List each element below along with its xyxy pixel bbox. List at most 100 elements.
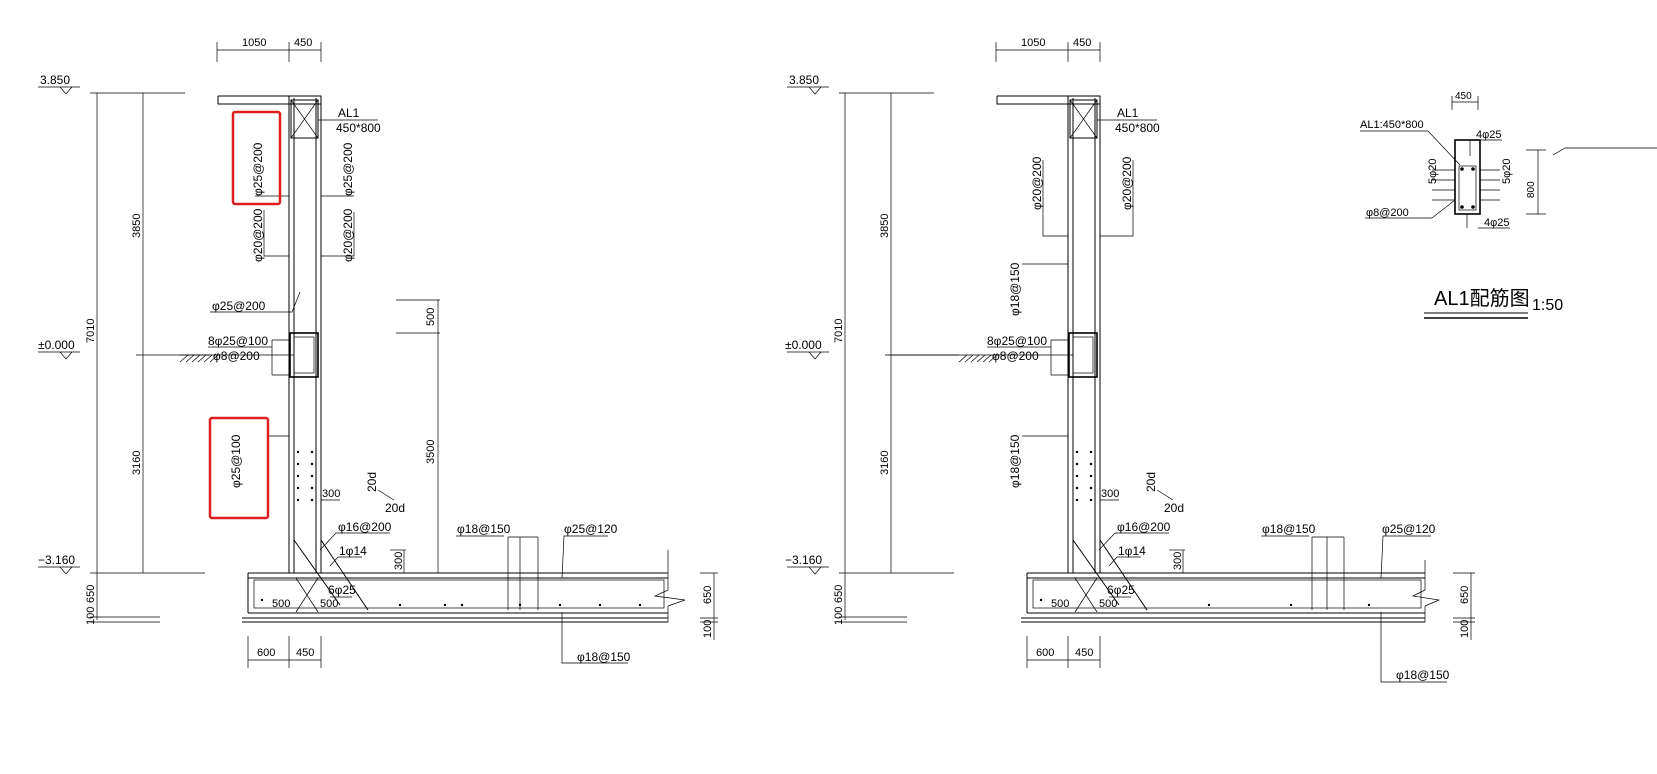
- detail-label: AL1:450*800: [1360, 119, 1424, 131]
- dim-300a: 300: [1101, 488, 1119, 500]
- dim-300a: 300: [322, 488, 340, 500]
- dim-3160: 3160: [131, 451, 143, 475]
- right-rebar-labels: φ20@200 φ20@200 φ18@150 8φ25@100 φ8@200 …: [987, 156, 1475, 683]
- left-rebar-labels: φ25@200 φ25@200 φ20@200 φ20@200 φ25@200 …: [208, 142, 718, 668]
- dim-650b: 650: [702, 586, 714, 604]
- rebar-outer-upper: φ25@200: [251, 142, 265, 196]
- elev-bottom: −3.160: [38, 553, 75, 567]
- rebar-haunch: φ16@200: [338, 520, 392, 534]
- anchor-20d-b: 20d: [385, 501, 405, 515]
- anchor-20d-a: 20d: [365, 472, 379, 492]
- left-wall-rebar-dots: [296, 450, 314, 502]
- right-ground-beam: [889, 332, 1098, 378]
- left-ground-beam: [179, 332, 319, 378]
- rebar-outer-upper: φ20@200: [1030, 156, 1044, 210]
- detail-stirrup: φ8@200: [1366, 207, 1409, 219]
- detail-scale: 1:50: [1532, 297, 1563, 314]
- slab-top-b: φ25@120: [1382, 522, 1436, 536]
- detail-width: 450: [1455, 91, 1472, 102]
- rebar-outer-mid: φ20@200: [251, 208, 265, 262]
- right-wall-section: 1050 450 3.850 ±0.000 −3.160 3850 7010 3…: [785, 37, 1475, 683]
- dim-100: 100: [85, 607, 97, 625]
- detail-side-left: 5φ20: [1427, 159, 1439, 185]
- dim-500c: 500: [1099, 598, 1117, 610]
- rebar-outer-lower: φ25@100: [229, 434, 243, 488]
- beam-size: 450*800: [336, 121, 381, 135]
- slab-top-a: φ18@150: [457, 522, 511, 536]
- highlight-box-upper: [231, 110, 282, 206]
- left-top-dimension: 1050 450: [216, 37, 322, 62]
- dim-450: 450: [294, 37, 312, 49]
- beam-bars: 8φ25@100: [987, 334, 1047, 348]
- bar-6: 6φ25: [1107, 583, 1135, 597]
- dim-3850: 3850: [131, 214, 143, 238]
- dim-600: 600: [1036, 647, 1054, 659]
- dim-300b: 300: [393, 552, 405, 570]
- right-vertical-dimensions: 3850 7010 3160 650 100: [833, 92, 959, 625]
- dim-450b: 450: [1075, 647, 1093, 659]
- left-elevation-marks: 3.850 ±0.000 −3.160: [38, 73, 80, 575]
- detail-top-bars: 4φ25: [1476, 129, 1502, 141]
- beam-name: AL1: [1117, 106, 1139, 120]
- dim-450b: 450: [296, 647, 314, 659]
- beam-stirrup: φ8@200: [213, 349, 260, 363]
- beam-bars: 8φ25@100: [208, 334, 268, 348]
- rebar-haunch: φ16@200: [1117, 520, 1171, 534]
- slab-top-b: φ25@120: [564, 522, 618, 536]
- right-elevation-marks: 3.850 ±0.000 −3.160: [785, 73, 829, 575]
- dim-100b: 100: [702, 620, 714, 638]
- beam-size: 450*800: [1115, 121, 1160, 135]
- dim-3500: 3500: [425, 440, 437, 464]
- dim-7010: 7010: [85, 319, 97, 343]
- dim-500c: 500: [320, 598, 338, 610]
- dim-600: 600: [257, 647, 275, 659]
- dim-500b: 500: [1051, 598, 1069, 610]
- detail-title: AL1配筋图: [1434, 287, 1530, 310]
- bar-1: 1φ14: [339, 544, 367, 558]
- elev-bottom: −3.160: [785, 553, 822, 567]
- left-wall-outline: [217, 95, 369, 611]
- left-wall-section: 1050 450 3.850 ±0.000 −3.160 3850 7010: [38, 37, 718, 668]
- dim-1050: 1050: [242, 37, 266, 49]
- beam-stirrup: φ8@200: [992, 349, 1039, 363]
- left-foundation-slab: [242, 536, 686, 623]
- dim-300b: 300: [1172, 552, 1184, 570]
- elev-top: 3.850: [40, 73, 70, 87]
- elev-top: 3.850: [789, 73, 819, 87]
- dim-650: 650: [85, 585, 97, 603]
- rebar-outer-lower: φ18@150: [1008, 434, 1022, 488]
- left-vertical-dimensions: 3850 7010 3160 650 100: [85, 92, 210, 625]
- elev-zero: ±0.000: [785, 338, 822, 352]
- bar-6: 6φ25: [328, 583, 356, 597]
- bar-1: 1φ14: [1118, 544, 1146, 558]
- rebar-lap: φ25@200: [212, 299, 266, 313]
- anchor-20d-a: 20d: [1144, 472, 1158, 492]
- anchor-20d-b: 20d: [1164, 501, 1184, 515]
- detail-side-right: 5φ20: [1501, 159, 1513, 185]
- dim-3160: 3160: [879, 451, 891, 475]
- slab-top-a: φ18@150: [1262, 522, 1316, 536]
- left-beam-label: AL1 450*800: [318, 106, 381, 135]
- rebar-inner-upper: φ20@200: [1120, 156, 1134, 210]
- dim-3850: 3850: [879, 214, 891, 238]
- detail-height: 800: [1526, 181, 1537, 198]
- beam-name: AL1: [338, 106, 360, 120]
- beam-detail: 450 AL1:450*800 4φ25 5φ20 5φ20 800 φ8@20…: [1360, 91, 1657, 319]
- dim-450: 450: [1073, 37, 1091, 49]
- right-beam-label: AL1 450*800: [1097, 106, 1160, 135]
- rebar-inner-mid: φ20@200: [341, 208, 355, 262]
- dim-500b: 500: [272, 598, 290, 610]
- right-wall-rebar-dots: [1075, 450, 1093, 502]
- dim-500: 500: [425, 308, 437, 326]
- detail-bottom-bars: 4φ25: [1484, 217, 1510, 229]
- dim-650: 650: [833, 585, 845, 603]
- right-top-dimension: 1050 450: [995, 37, 1101, 62]
- slab-bottom: φ18@150: [577, 650, 631, 664]
- dim-7010: 7010: [833, 319, 845, 343]
- beam-section: [1454, 139, 1481, 215]
- dim-1050: 1050: [1021, 37, 1045, 49]
- rebar-outer-mid: φ18@150: [1008, 262, 1022, 316]
- elev-zero: ±0.000: [38, 338, 75, 352]
- right-foundation-slab: [1021, 536, 1441, 623]
- dim-650b: 650: [1459, 586, 1471, 604]
